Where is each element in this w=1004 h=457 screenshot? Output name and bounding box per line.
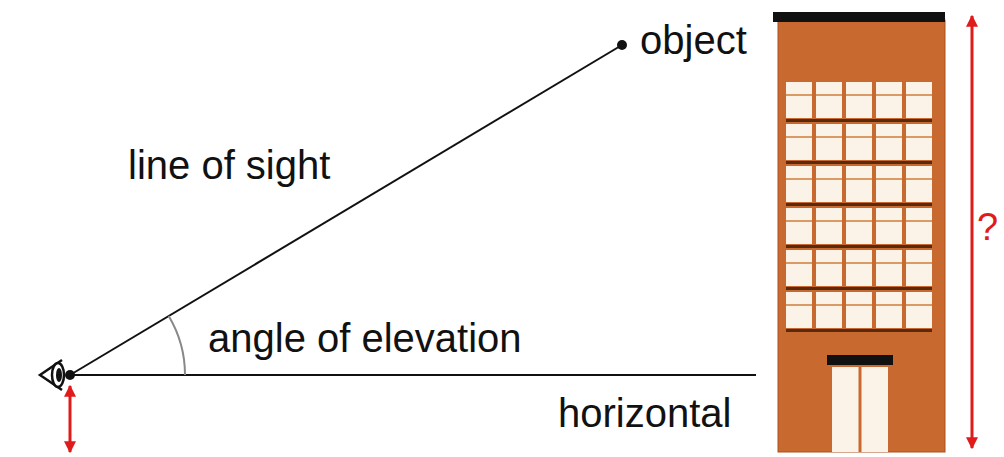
- horizontal-line: [70, 374, 756, 376]
- unknown-height-mark: ?: [977, 208, 998, 246]
- sight-line: [70, 45, 622, 375]
- height-arrow: [971, 16, 974, 448]
- line-of-sight-label: line of sight: [128, 145, 330, 185]
- object-dot: [617, 40, 627, 50]
- eye-symbol: [40, 360, 75, 390]
- building: [773, 12, 945, 452]
- horizontal-label: horizontal: [558, 393, 731, 433]
- angle-arc: [169, 316, 185, 375]
- object-label: object: [640, 20, 747, 60]
- angle-label: angle of elevation: [208, 318, 522, 358]
- eye-height-arrow: [69, 386, 72, 452]
